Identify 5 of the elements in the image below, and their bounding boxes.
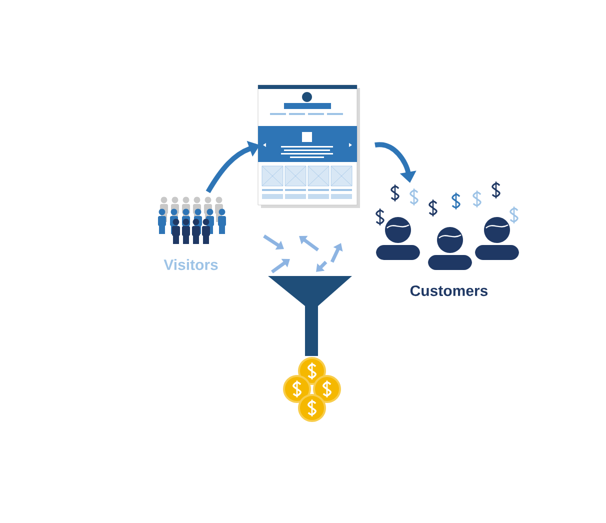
visitors-figure: Visitors (158, 196, 226, 270)
picture (258, 84, 360, 208)
node-label: Customers (410, 285, 488, 296)
customers-figure: Customers (376, 182, 519, 296)
node-label: Visitors (164, 259, 218, 270)
